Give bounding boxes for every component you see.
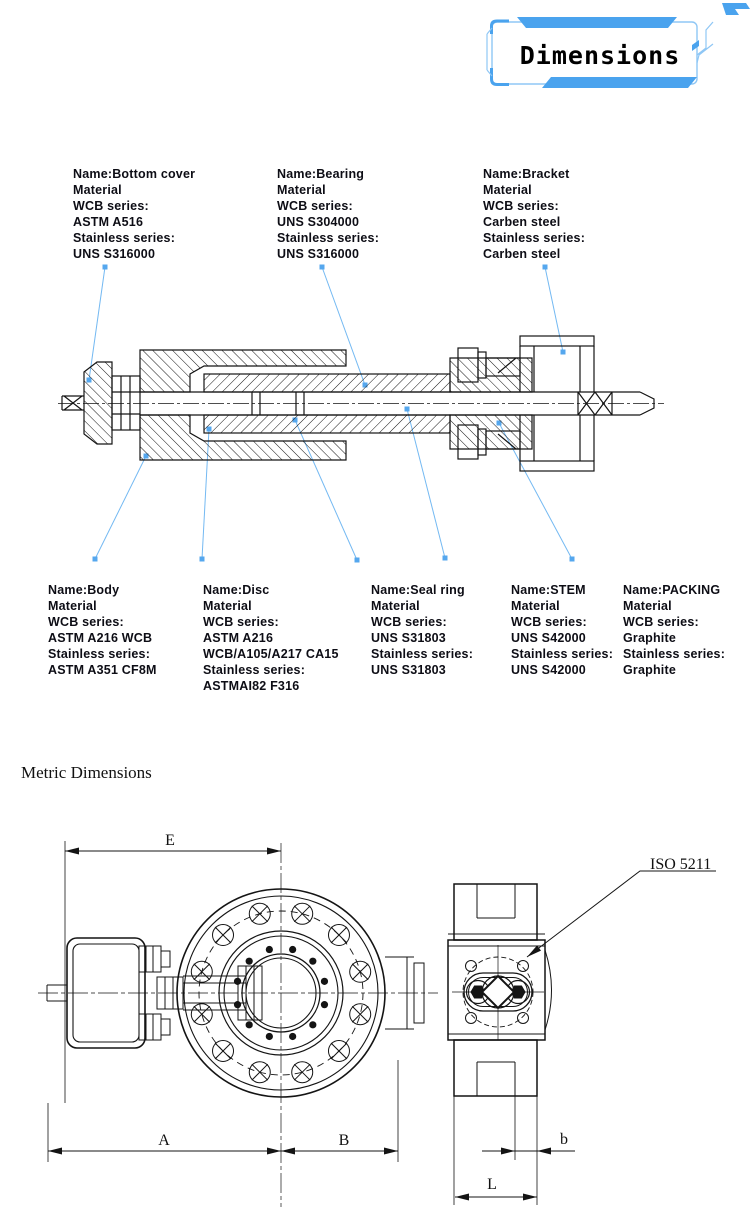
part-callout-body: Name:Body Material WCB series: ASTM A216… [48, 583, 157, 677]
dim-label-a: A [158, 1132, 170, 1149]
header-bottom-bar [542, 77, 697, 88]
dim-label-l: L [487, 1176, 497, 1193]
front-view [38, 843, 438, 1207]
leader-dots [86, 264, 575, 563]
dim-label-b-top: B [339, 1132, 350, 1149]
metric-dimensions-title: Metric Dimensions [21, 763, 152, 782]
side-view [447, 883, 552, 1205]
cross-section-view [58, 335, 664, 472]
part-callout-disc: Name:Disc Material WCB series: ASTM A216… [203, 583, 339, 693]
iso-5211-label: ISO 5211 [650, 856, 711, 873]
dimension-annotations [47, 841, 716, 1201]
header-top-bar [517, 17, 677, 28]
dim-label-e: E [165, 832, 175, 849]
iso5211-pad [452, 945, 544, 1040]
dim-label-b-side: b [560, 1131, 568, 1148]
header-ornament [486, 3, 750, 88]
part-callout-packing: Name:PACKING Material WCB series: Graphi… [623, 583, 726, 677]
part-callout-bracket: Name:Bracket Material WCB series: Carben… [483, 167, 586, 261]
part-callout-seal-ring: Name:Seal ring Material WCB series: UNS … [371, 583, 474, 677]
page-title: Dimensions [519, 41, 681, 70]
part-callout-bottom-cover: Name:Bottom cover Material WCB series: A… [73, 167, 196, 261]
leader-lines [88, 266, 573, 561]
part-callout-bearing: Name:Bearing Material WCB series: UNS S3… [277, 167, 380, 261]
part-callout-stem: Name:STEM Material WCB series: UNS S4200… [511, 583, 614, 677]
header-flag [722, 3, 750, 15]
